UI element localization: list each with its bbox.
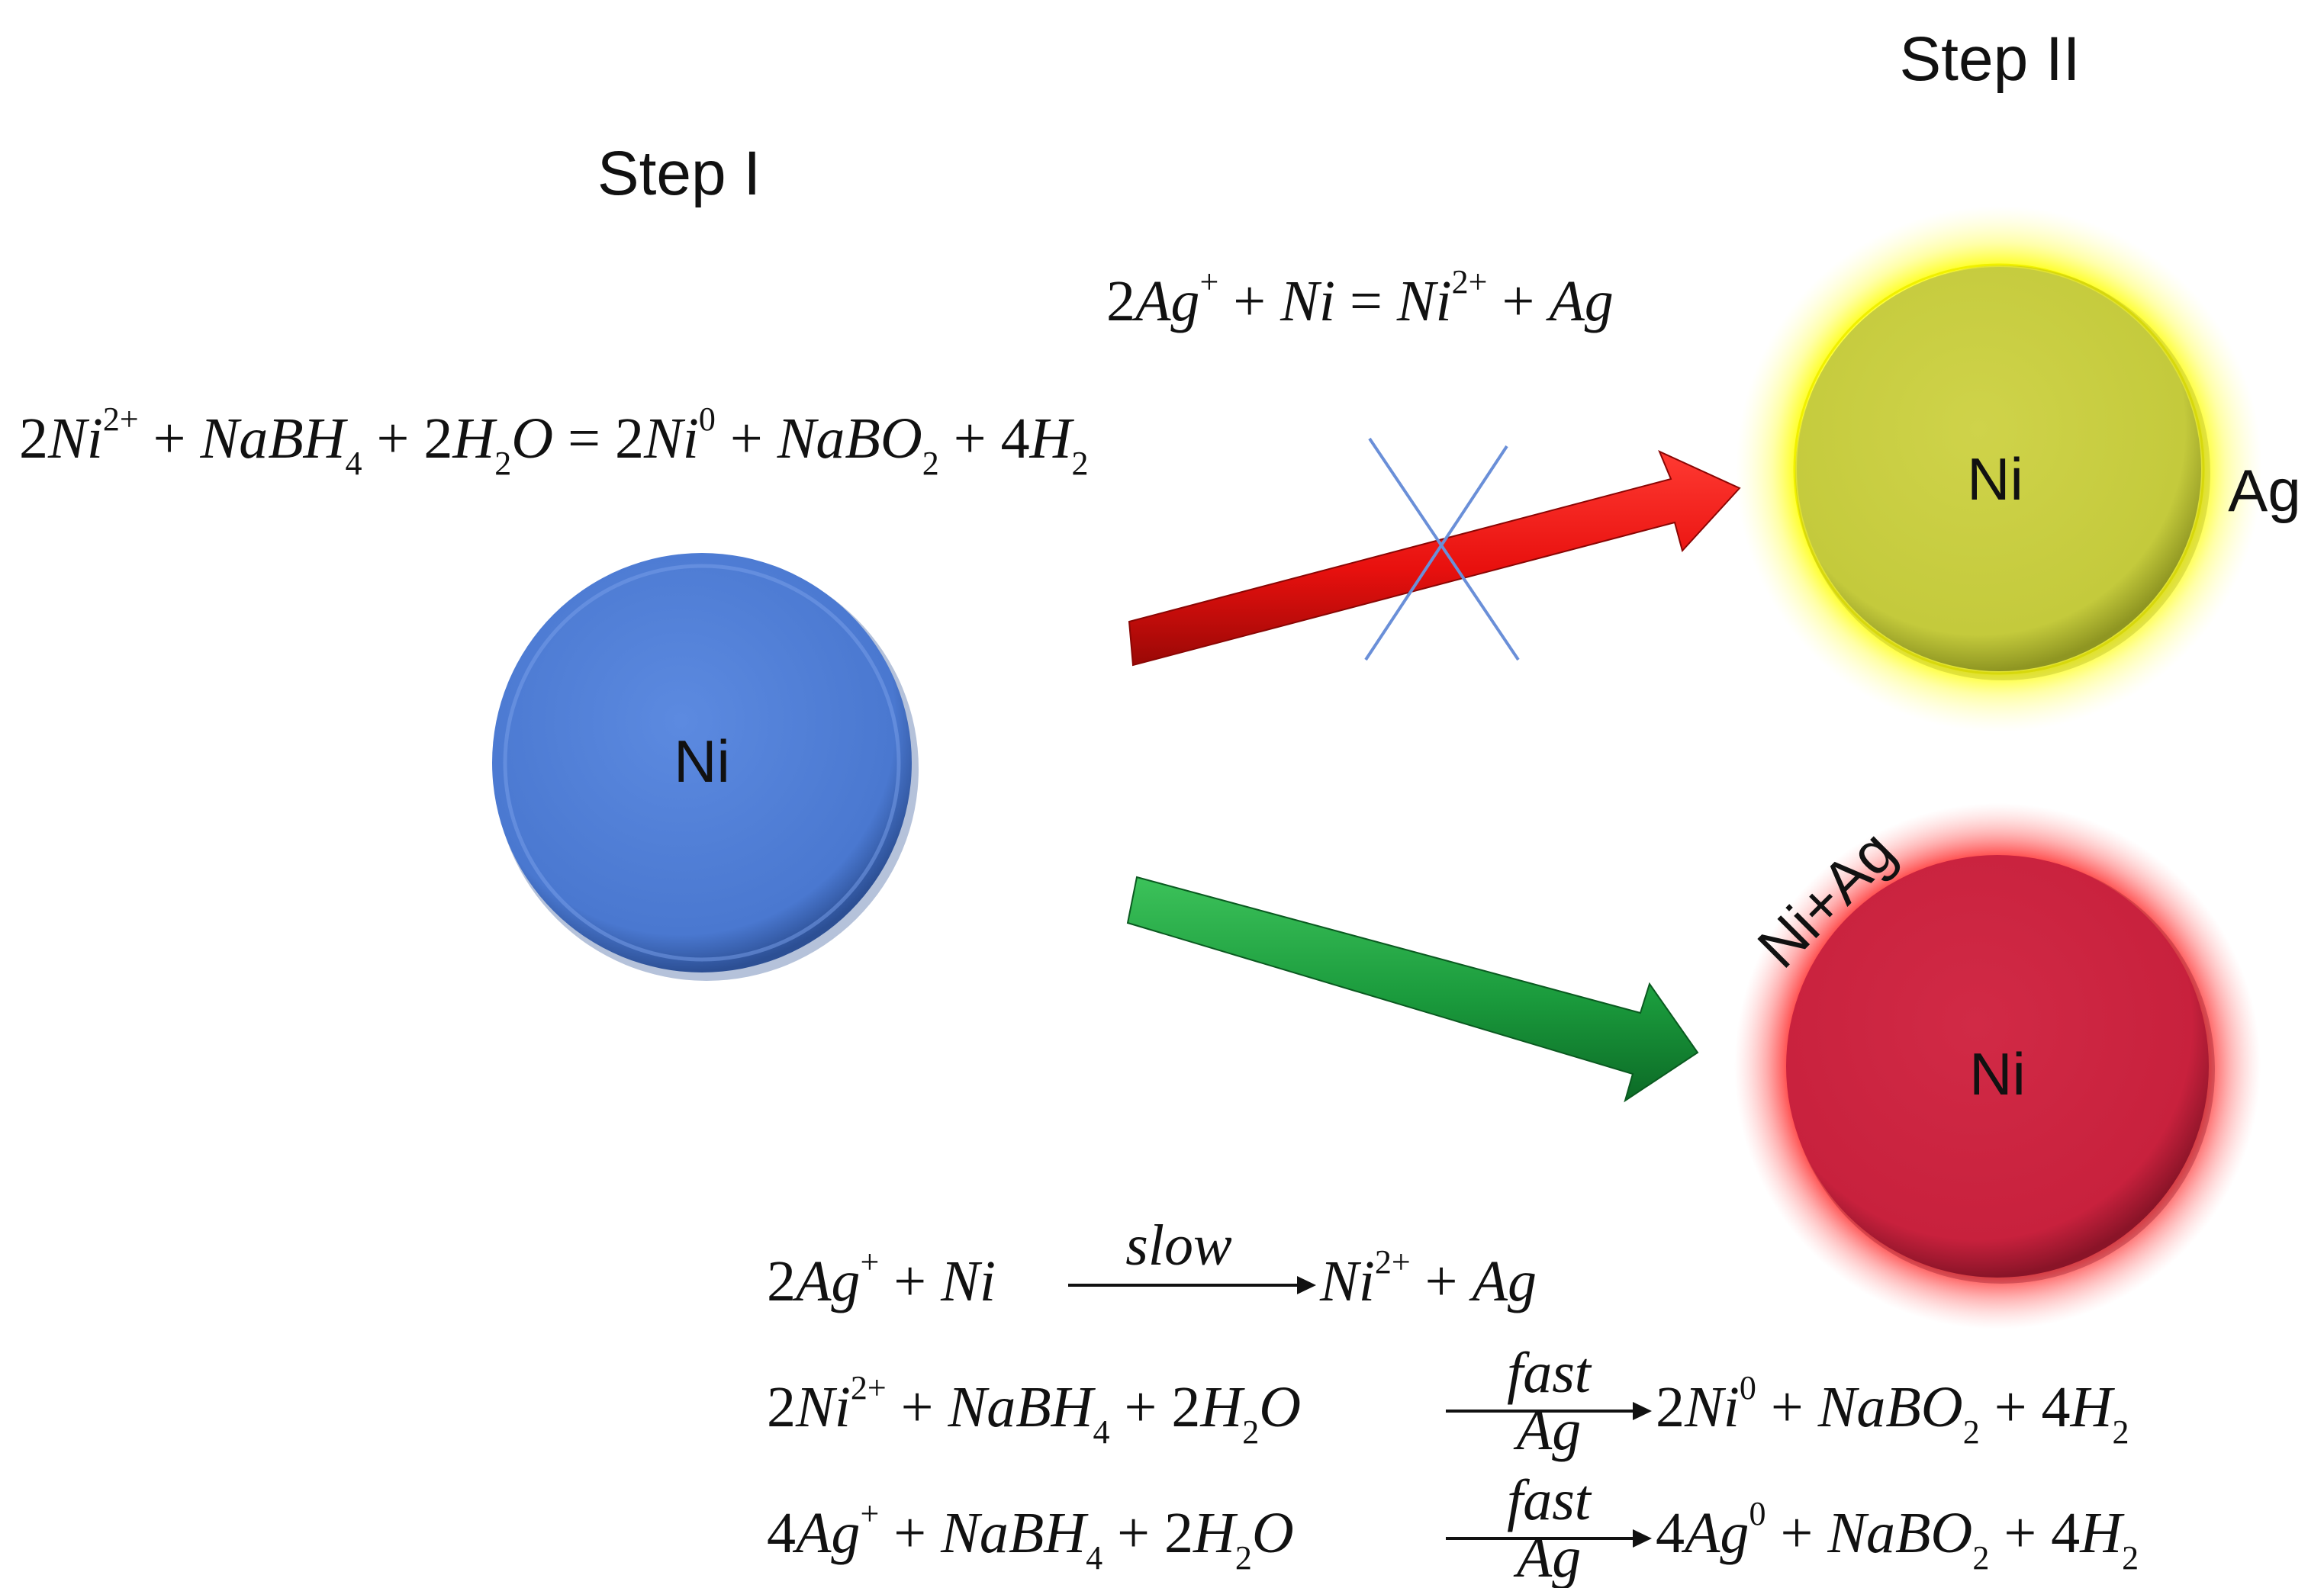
ni-niag-particle: Ni Ni+Ag [1734,803,2261,1329]
alloy-core-label: Ni [1969,1040,2026,1107]
allowed-arrow [1126,876,1699,1103]
bottom-equations: 2Ag+ + Ni slow Ni2+ + Ag 2Ni2+ + NaBH4 +… [767,1214,2139,1588]
fast-ni-under: Ag [1513,1398,1581,1462]
ni-ag-coreshell-particle: Ni Ag [1736,206,2301,732]
step1-title: Step I [597,139,761,208]
eq-fast-ag-right: 4Ag0 + NaBO2 + 4H2 [1656,1495,2139,1577]
slow-label: slow [1125,1214,1232,1278]
galvanic-equation: 2Ag+ + Ni = Ni2+ + Ag [1106,263,1614,333]
ni-particle-initial: Ni [492,553,919,981]
fast-ni-over: fast [1507,1341,1592,1405]
fast-ag-under: Ag [1513,1525,1581,1588]
eq-slow-right: Ni2+ + Ag [1319,1243,1537,1313]
step2-title: Step II [1899,24,2080,94]
ni-initial-label: Ni [674,728,730,795]
cross-icon [1364,437,1520,661]
eq-slow-left: 2Ag+ + Ni [767,1243,996,1313]
eq-fast-ni-left: 2Ni2+ + NaBH4 + 2H2O [767,1369,1301,1451]
coreshell-shell-label: Ag [2228,457,2300,524]
fast-ag-over: fast [1507,1468,1592,1532]
eq-fast-ni-right: 2Ni0 + NaBO2 + 4H2 [1656,1369,2129,1451]
step1-equation: 2Ni2+ + NaBH4 + 2H2O = 2Ni0 + NaBO2 + 4H… [19,400,1089,482]
eq-fast-ag-left: 4Ag+ + NaBH4 + 2H2O [767,1495,1294,1577]
coreshell-core-label: Ni [1967,445,2023,513]
